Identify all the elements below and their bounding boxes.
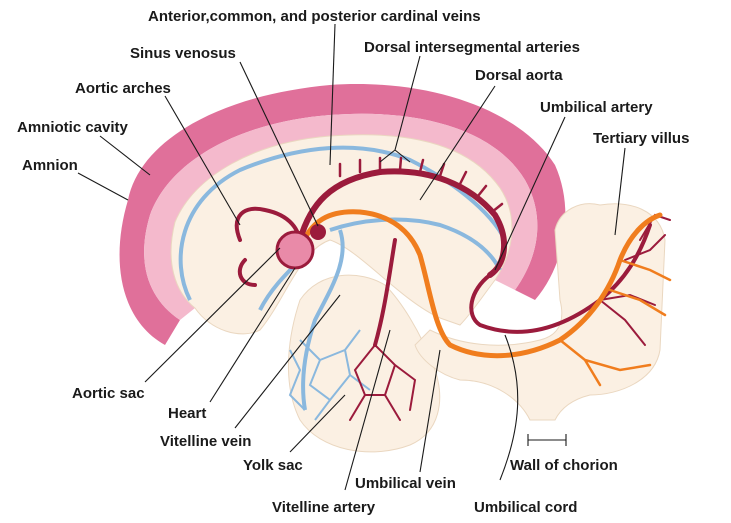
label-sinus-venosus: Sinus venosus — [130, 45, 236, 62]
leader-amnion — [78, 173, 128, 200]
label-amnion: Amnion — [22, 157, 78, 174]
heart-body — [277, 232, 313, 268]
label-umbilical-vein: Umbilical vein — [355, 475, 456, 492]
label-vitelline-artery: Vitelline artery — [272, 499, 376, 516]
sinus-venosus-node — [310, 224, 326, 240]
label-wall-of-chorion: Wall of chorion — [510, 457, 618, 474]
label-amniotic-cavity: Amniotic cavity — [17, 119, 129, 136]
label-aortic-sac: Aortic sac — [72, 385, 145, 402]
label-umbilical-cord: Umbilical cord — [474, 499, 577, 516]
label-dorsal-intersegmental-arteries: Dorsal intersegmental arteries — [364, 39, 580, 56]
label-tertiary-villus: Tertiary villus — [593, 130, 689, 147]
label-heart: Heart — [168, 405, 206, 422]
label-vitelline-vein: Vitelline vein — [160, 433, 251, 450]
label-dorsal-aorta: Dorsal aorta — [475, 67, 563, 84]
label-umbilical-artery: Umbilical artery — [540, 99, 653, 116]
leader-wall-of-chorion — [528, 434, 566, 446]
label-yolk-sac: Yolk sac — [243, 457, 303, 474]
leader-amniotic-cavity — [100, 136, 150, 175]
label-aortic-arches: Aortic arches — [75, 80, 171, 97]
label-cardinal-veins: Anterior,common, and posterior cardinal … — [148, 8, 481, 25]
